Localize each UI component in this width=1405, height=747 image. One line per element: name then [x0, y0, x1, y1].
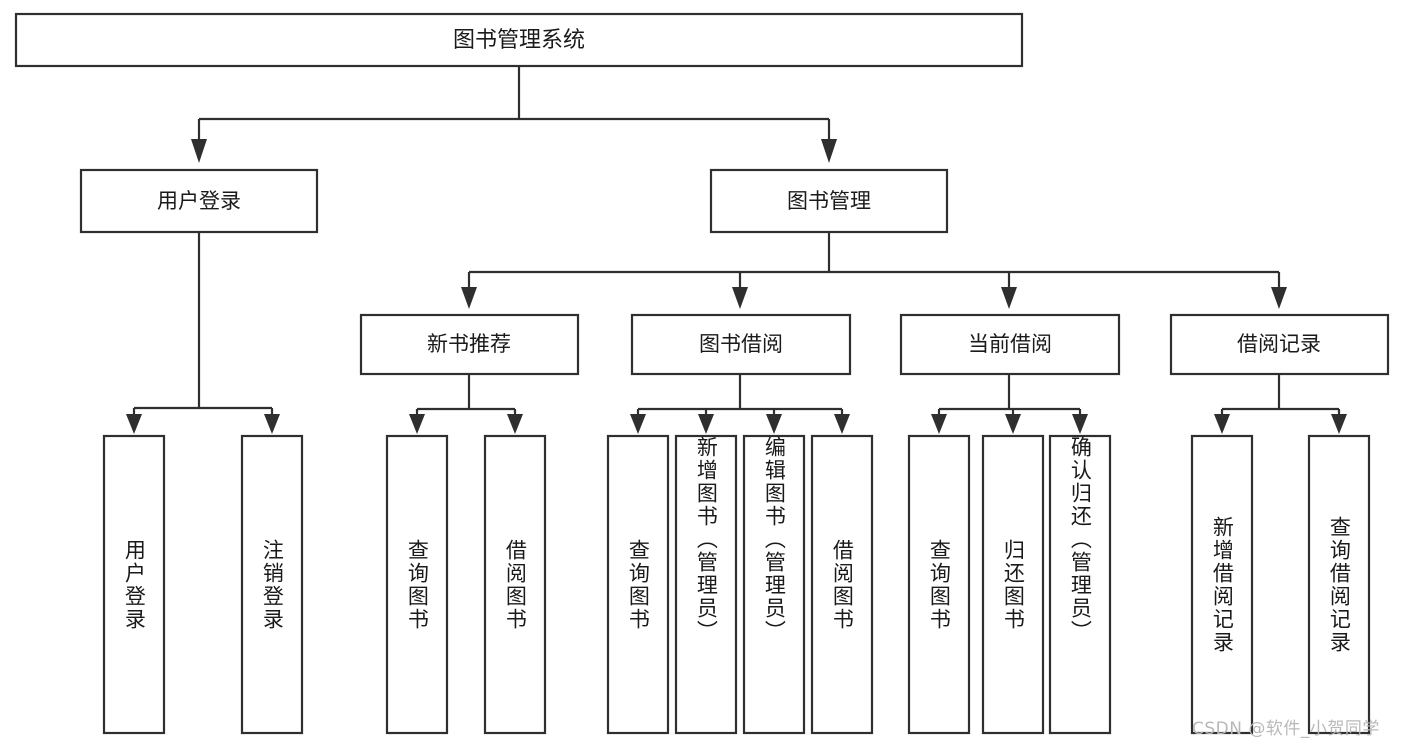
arrow-leaf-query-borrow-rec — [1331, 414, 1347, 434]
arrow-leaf-query-book-bor — [630, 414, 646, 434]
connector-book-manage-to-level2 — [461, 232, 1287, 309]
csdn-watermark: CSDN @软件_小贺同学 — [1192, 719, 1380, 739]
node-root-label: 图书管理系统 — [453, 28, 585, 53]
arrow-leaf-add-book-admin — [698, 414, 714, 434]
connector-user-login-to-leaves — [126, 232, 280, 434]
leaf-box-add-book-admin[interactable] — [674, 434, 738, 735]
node-borrow-record-box[interactable] — [1169, 313, 1390, 376]
leaf-box-query-book-rec[interactable] — [385, 434, 449, 735]
node-current-borrow-label: 当前借阅 — [968, 332, 1052, 356]
node-new-book-recommend[interactable]: 新书推荐 — [359, 313, 580, 376]
arrow-leaf-query-book-cur — [931, 414, 947, 434]
node-book-manage-label: 图书管理 — [787, 189, 871, 213]
leaf-box-logout-login[interactable] — [240, 434, 304, 735]
arrow-book-borrow — [732, 287, 748, 309]
node-current-borrow-box[interactable] — [899, 313, 1121, 376]
node-book-borrow-label: 图书借阅 — [699, 332, 783, 356]
leaf-boxes — [102, 434, 1371, 735]
connector-root-to-level1 — [191, 66, 837, 163]
arrow-leaf-borrow-book-bor — [834, 414, 850, 434]
arrow-leaf-add-borrow-rec — [1214, 414, 1230, 434]
leaf-box-query-book-bor[interactable] — [606, 434, 670, 735]
arrow-leaf-query-book-rec — [409, 414, 425, 434]
node-new-book-recommend-label: 新书推荐 — [427, 332, 511, 356]
leaf-box-confirm-return[interactable] — [1048, 434, 1112, 735]
node-book-manage-box[interactable] — [709, 168, 949, 234]
connector-borrow-record-to-leaves — [1214, 374, 1347, 434]
arrow-leaf-edit-book-admin — [766, 414, 782, 434]
leaf-box-return-book[interactable] — [981, 434, 1045, 735]
node-user-login-label: 用户登录 — [157, 189, 241, 213]
node-book-borrow-box[interactable] — [630, 313, 852, 376]
leaf-box-query-borrow-rec[interactable] — [1307, 434, 1371, 735]
arrow-leaf-confirm-return — [1072, 414, 1088, 434]
arrow-leaf-user-login — [126, 414, 142, 434]
connector-book-borrow-to-leaves — [630, 374, 850, 434]
node-user-login[interactable]: 用户登录 — [79, 168, 319, 234]
arrow-book-manage — [821, 139, 837, 163]
node-book-borrow[interactable]: 图书借阅 — [630, 313, 852, 376]
leaf-box-edit-book-admin[interactable] — [742, 434, 806, 735]
leaf-box-add-borrow-rec[interactable] — [1190, 434, 1254, 735]
node-borrow-record[interactable]: 借阅记录 — [1169, 313, 1390, 376]
arrow-leaf-logout-login — [264, 414, 280, 434]
arrow-user-login — [191, 139, 207, 163]
leaf-box-borrow-book-rec[interactable] — [483, 434, 547, 735]
connector-current-borrow-to-leaves — [931, 374, 1088, 434]
node-borrow-record-label: 借阅记录 — [1237, 332, 1321, 356]
leaf-box-user-login[interactable] — [102, 434, 166, 735]
arrow-leaf-return-book — [1005, 414, 1021, 434]
node-new-book-recommend-box[interactable] — [359, 313, 580, 376]
connector-new-book-recommend-to-leaves — [409, 374, 523, 434]
node-root[interactable]: 图书管理系统 — [14, 12, 1024, 68]
arrow-leaf-borrow-book-rec — [507, 414, 523, 434]
leaf-box-query-book-cur[interactable] — [907, 434, 971, 735]
node-root-box[interactable] — [14, 12, 1024, 68]
node-user-login-box[interactable] — [79, 168, 319, 234]
leaf-box-borrow-book-bor[interactable] — [810, 434, 874, 735]
node-book-manage[interactable]: 图书管理 — [709, 168, 949, 234]
node-current-borrow[interactable]: 当前借阅 — [899, 313, 1121, 376]
arrow-current-borrow — [1001, 287, 1017, 309]
arrow-new-book-recommend — [461, 287, 477, 309]
arrow-borrow-record — [1271, 287, 1287, 309]
